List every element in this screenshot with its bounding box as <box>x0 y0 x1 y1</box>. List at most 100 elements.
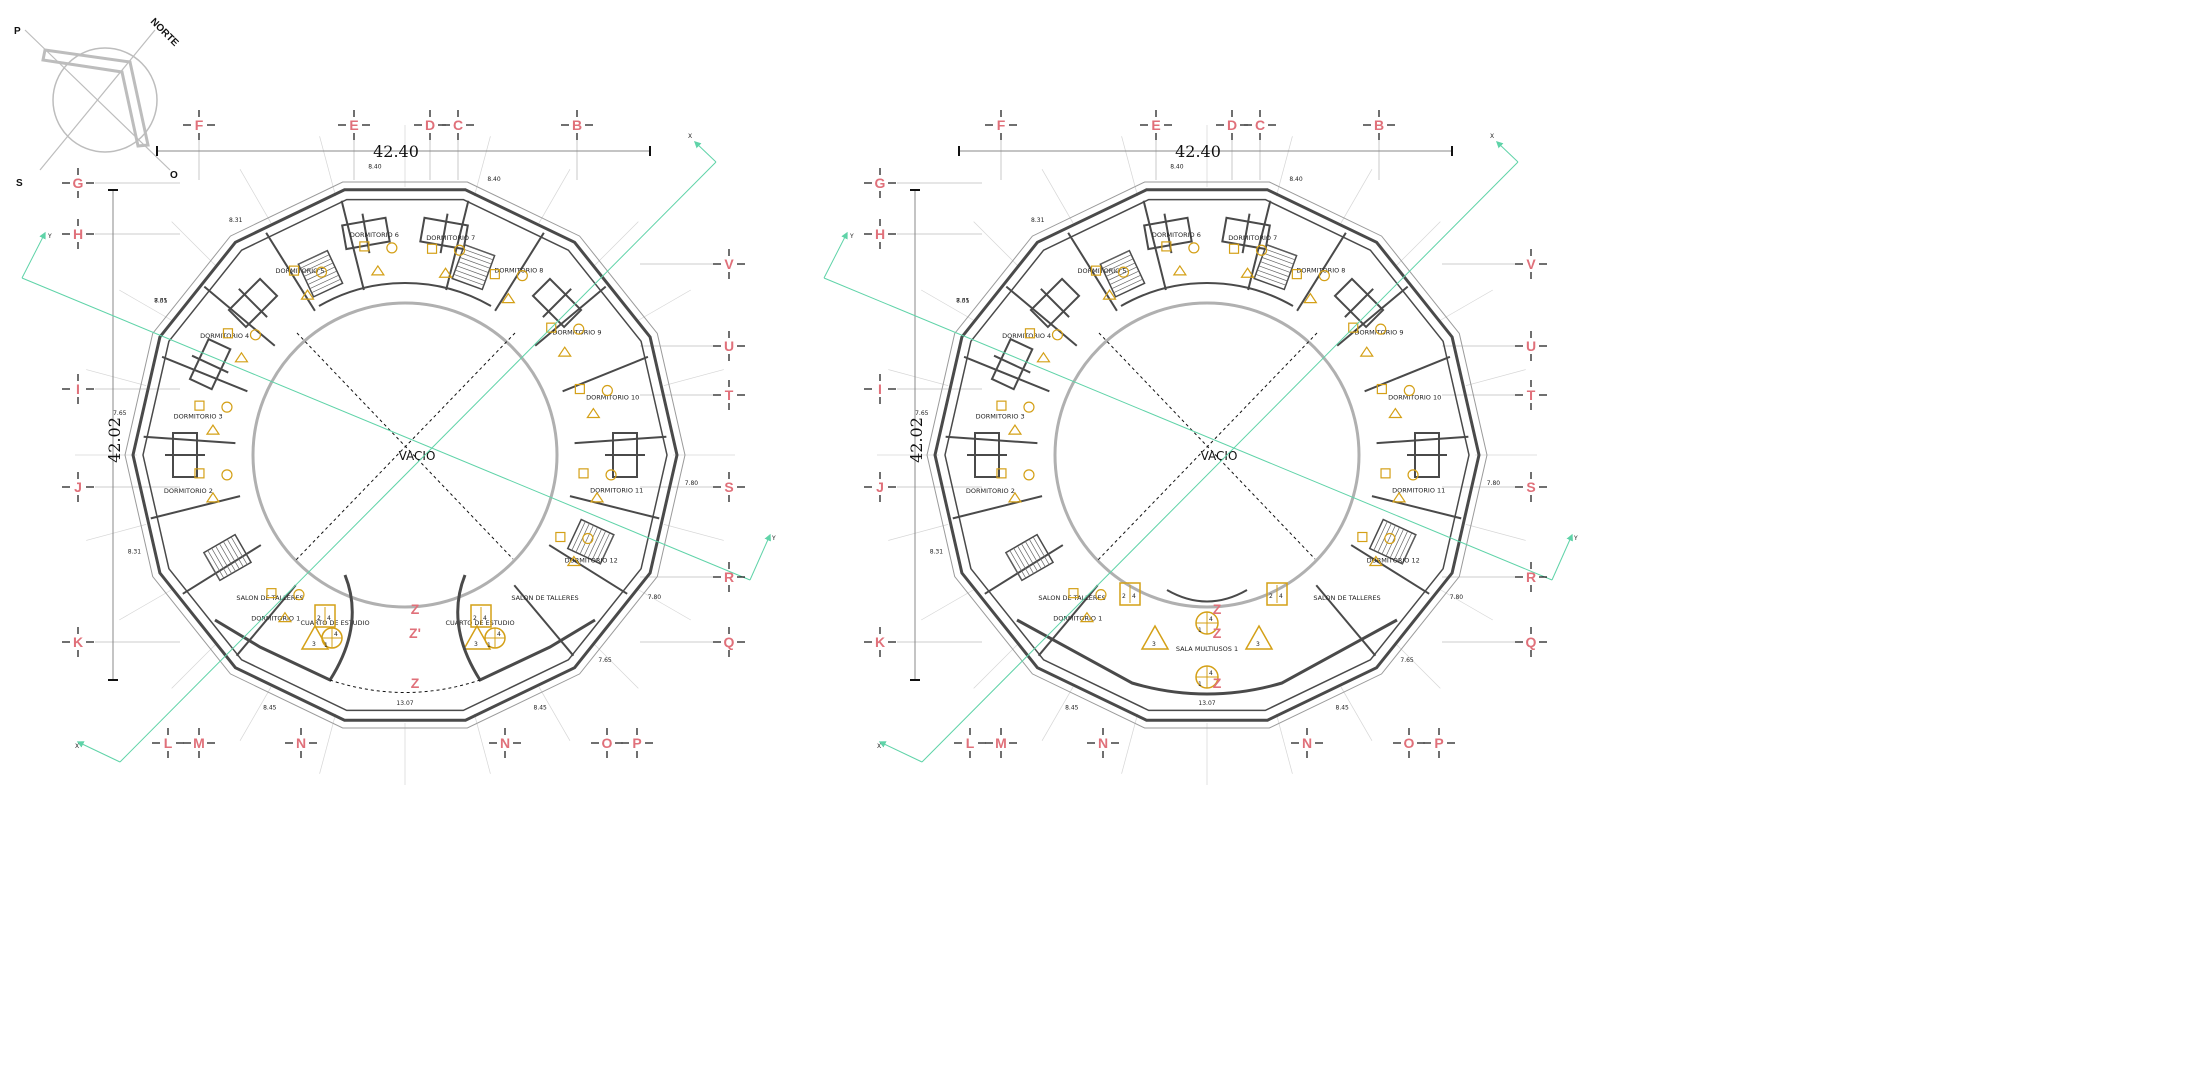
grid-axis-marker: V <box>1515 249 1547 279</box>
fixture-symbol <box>1090 265 1102 276</box>
grid-axis-label: N <box>296 735 306 751</box>
partition-walls <box>945 200 1469 657</box>
grid-axis-marker: H <box>864 219 896 249</box>
void-diagonal <box>1098 332 1316 560</box>
fixture-symbol <box>221 401 233 413</box>
room-label: DORMITORIO 8 <box>1296 267 1345 275</box>
dimension-horizontal: 42.40 <box>1175 142 1221 161</box>
grid-axis-label: U <box>1526 338 1536 354</box>
grid-axis-marker: N <box>1087 728 1119 758</box>
segment-dimension: 8.31 <box>154 297 168 304</box>
dimension-vertical: 42.02 <box>907 417 926 463</box>
grid-axis-marker: T <box>1515 380 1547 410</box>
stair-symbol-num: 2 <box>1269 593 1273 600</box>
void-diagonal <box>296 332 514 560</box>
segment-dimension: 7.80 <box>1487 480 1501 487</box>
building-envelope: VACIO <box>926 181 1488 729</box>
grid-axis-label: K <box>73 634 83 650</box>
stair-block <box>451 243 496 291</box>
fixture-symbol <box>249 329 262 341</box>
fixture-symbol <box>578 468 589 479</box>
grid-axis-label: M <box>995 735 1007 751</box>
grid-axis-marker: R <box>713 562 745 592</box>
segment-dimension: 7.65 <box>956 297 970 304</box>
segment-dimension: 8.40 <box>1170 164 1184 171</box>
fixture-symbol <box>1095 589 1107 601</box>
center-axis-label: Z <box>411 601 420 617</box>
room-label: DORMITORIO 7 <box>426 234 475 242</box>
grid-axis-marker: V <box>713 249 745 279</box>
grid-axis-marker: G <box>864 168 896 198</box>
segment-dimension: 7.80 <box>648 594 662 601</box>
grid-axis-marker: R <box>1515 562 1547 592</box>
warning-symbol-num: 3 <box>1256 641 1260 648</box>
fixture-symbol <box>1357 531 1368 543</box>
fixture-symbol <box>605 469 617 481</box>
room-label: DORMITORIO 4 <box>200 332 249 340</box>
segment-dimension: 8.45 <box>1065 704 1079 711</box>
fixture-symbol <box>1348 322 1359 333</box>
warning-symbol-num: 3 <box>312 641 316 648</box>
grid-axis-marker: U <box>1515 331 1547 361</box>
room-labels: DORMITORIO 1 DORMITORIO 2 DORMITORIO 3 DORM… <box>966 231 1445 653</box>
room-label: DORMITORIO 2 <box>966 487 1015 495</box>
grid-axis-label: P <box>1434 735 1443 751</box>
center-axis-label: Z <box>1213 601 1222 617</box>
room-label: DORMITORIO 3 <box>976 413 1025 421</box>
grid-axis-label: G <box>875 175 886 191</box>
void-diagonal <box>1096 332 1318 562</box>
segment-dimension: 8.45 <box>534 704 548 711</box>
fixture-symbol <box>586 407 601 419</box>
grid-axis-marker: F <box>183 110 215 140</box>
grid-axis-label: R <box>724 569 734 585</box>
grid-axis-marker: L <box>954 728 986 758</box>
circle-symbol-num: 1 <box>487 642 491 649</box>
grid-axis-label: T <box>725 387 734 403</box>
fixture-symbol <box>574 383 585 395</box>
fixture-symbol <box>1388 407 1403 419</box>
room-label: DORMITORIO 1 <box>1053 614 1102 622</box>
fixture-symbol <box>300 289 315 300</box>
room-label: SALA MULTIUSOS 1 <box>1176 645 1238 653</box>
grid-axis-marker: E <box>338 110 370 140</box>
fixture-symbol <box>1023 401 1035 413</box>
grid-axis-label: D <box>425 117 435 133</box>
section-marker-label: Y <box>849 233 854 240</box>
overall-dimensions: 42.40 42.02 <box>907 142 1453 681</box>
circle-symbol: 14 <box>1195 611 1219 635</box>
fixture-symbol <box>601 384 613 397</box>
grid-axis-marker: J <box>62 472 94 502</box>
grid-axis-label: P <box>632 735 641 751</box>
grid-axis-label: T <box>1527 387 1536 403</box>
grid-axis-label: D <box>1227 117 1237 133</box>
fixture-symbol <box>1079 611 1095 623</box>
grid-axis-marker: O <box>1393 728 1425 758</box>
compass-s-label: S <box>16 178 23 189</box>
room-label: DORMITORIO 6 <box>1152 231 1201 239</box>
fixture-symbol <box>1007 424 1023 435</box>
segment-dimension: 8.45 <box>1336 704 1350 711</box>
fixture-symbol <box>1376 383 1387 395</box>
stair-symbol-num: 2 <box>473 615 477 622</box>
circle-symbol-num: 1 <box>324 642 328 649</box>
stair-symbol-num: 2 <box>1122 593 1126 600</box>
grid-axis-marker: N <box>489 728 521 758</box>
center-axis-label: Z <box>1213 675 1222 691</box>
grid-axis-label: I <box>878 381 882 397</box>
warning-symbol: 3 <box>1140 624 1170 650</box>
grid-axis-label: Q <box>1526 634 1537 650</box>
segment-dimension: 7.80 <box>685 480 699 487</box>
grid-axis-label: F <box>997 117 1006 133</box>
compass-p-label: P <box>14 26 21 37</box>
grid-axis-marker: D <box>414 110 446 140</box>
grid-axis-marker: H <box>62 219 94 249</box>
fixture-symbol <box>221 469 233 481</box>
grid-axis-marker: P <box>1423 728 1455 758</box>
grid-axis-marker: T <box>713 380 745 410</box>
segment-dimension: 8.45 <box>263 704 277 711</box>
